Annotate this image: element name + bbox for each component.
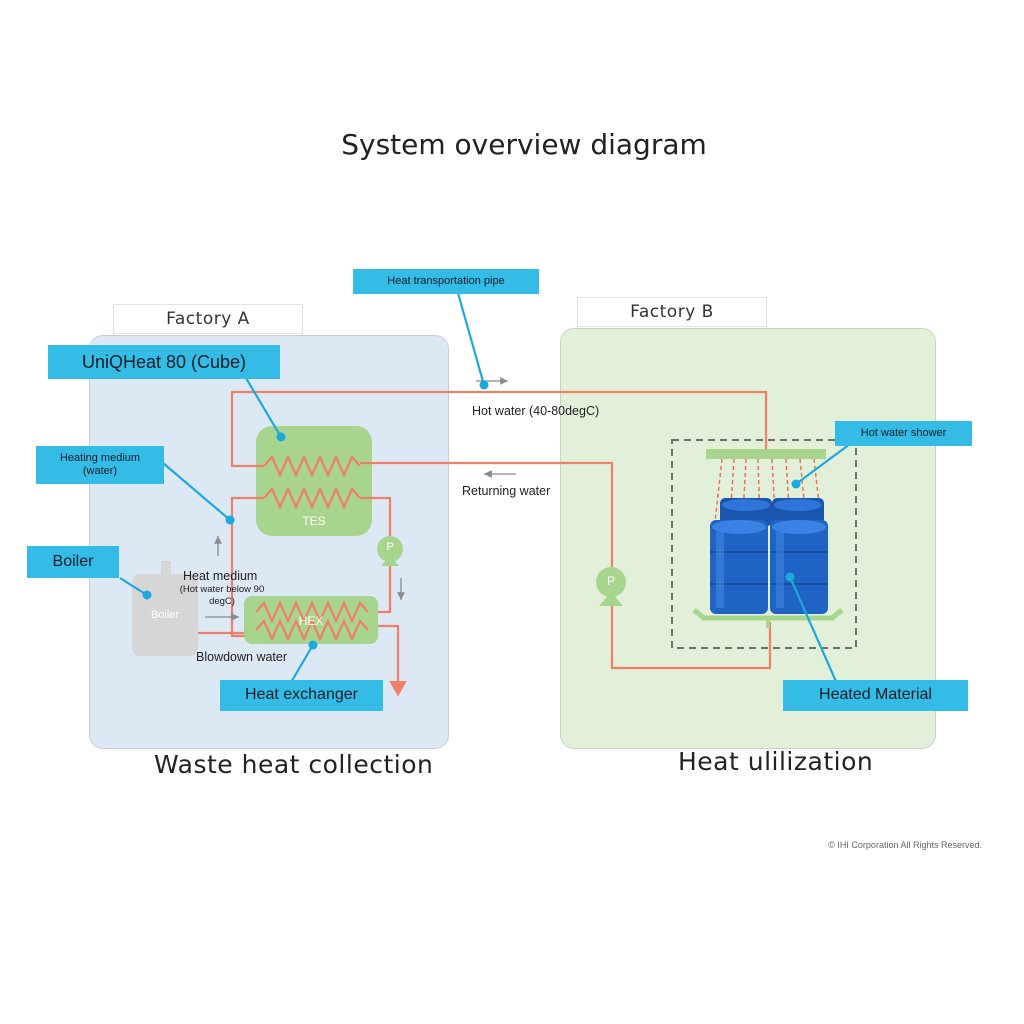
blowdown-note: Blowdown water bbox=[196, 650, 288, 664]
heated-material-callout: Heated Material bbox=[783, 680, 968, 711]
tes-coil-upper bbox=[263, 454, 361, 478]
heat-medium-note-detail: (Hot water below 90 degC) bbox=[179, 584, 265, 607]
boiler-label: Boiler bbox=[150, 609, 180, 621]
hot-water-pipe bbox=[230, 390, 768, 468]
hot-water-note: Hot water (40-80degC) bbox=[472, 404, 600, 418]
heating-medium-callout: Heating medium (water) bbox=[36, 446, 164, 484]
copyright-text: © IHI Corporation All Rights Reserved. bbox=[828, 840, 982, 850]
page-title: System overview diagram bbox=[341, 128, 707, 161]
shower-enclosure bbox=[671, 439, 857, 649]
tes-coil-lower bbox=[263, 486, 361, 510]
heat-medium-loop bbox=[230, 496, 264, 638]
returning-water-note: Returning water bbox=[462, 484, 551, 498]
hex-coil-upper bbox=[255, 600, 369, 624]
return-pipe bbox=[360, 461, 772, 670]
heat-transport-pipe-callout: Heat transportation pipe bbox=[353, 269, 539, 294]
uniqheat-callout: UniQHeat 80 (Cube) bbox=[48, 345, 280, 379]
heat-medium-note-title: Heat medium bbox=[183, 569, 258, 583]
boiler-cap bbox=[161, 561, 171, 575]
hex-label: HEX bbox=[298, 614, 324, 628]
factory-b-section-title: Heat ulilization bbox=[678, 747, 874, 776]
factory-a-pump bbox=[377, 536, 403, 566]
factory-a-label: Factory A bbox=[113, 304, 303, 334]
factory-a-pump-label: P bbox=[386, 541, 394, 553]
factory-b-pump bbox=[596, 567, 626, 606]
factory-a-section-title: Waste heat collection bbox=[154, 750, 434, 779]
boiler-callout: Boiler bbox=[27, 546, 119, 578]
heat-exchanger-callout: Heat exchanger bbox=[220, 680, 383, 711]
blue-barrels bbox=[710, 498, 828, 614]
shower-head bbox=[706, 449, 826, 459]
hex-coil-lower bbox=[255, 618, 369, 642]
hot-water-shower-callout: Hot water shower bbox=[835, 421, 972, 446]
factory-b-pump-label: P bbox=[606, 574, 615, 588]
tes-unit bbox=[256, 426, 372, 536]
tes-label: TES bbox=[302, 514, 326, 528]
factory-b-label: Factory B bbox=[577, 297, 767, 327]
